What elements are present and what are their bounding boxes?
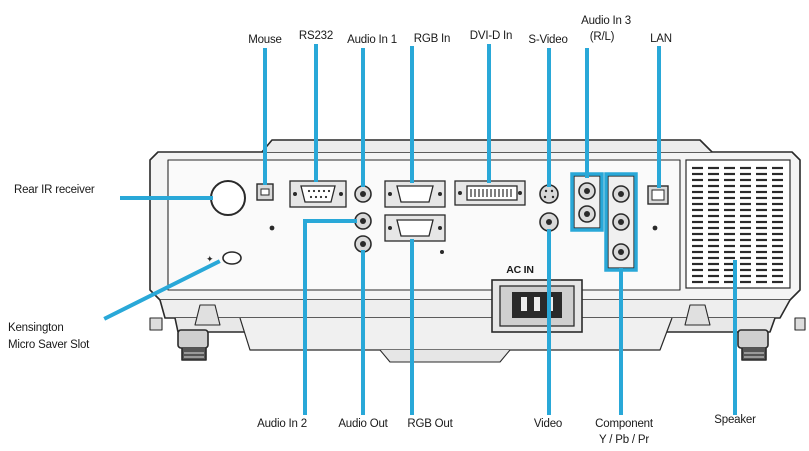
label-rear-ir-receiver: Rear IR receiver <box>14 184 95 196</box>
label-kensington: Kensington Micro Saver Slot <box>8 322 89 352</box>
label-audio-in-3-line2: (R/L) <box>589 31 615 43</box>
label-component-line1: Component <box>595 418 653 430</box>
mouse-usb-port <box>256 183 274 201</box>
label-rgb-in: RGB In <box>413 33 451 45</box>
s-video-port <box>539 184 559 204</box>
label-audio-in-1: Audio In 1 <box>347 34 397 46</box>
video-port <box>539 212 559 232</box>
speaker-grille <box>685 159 791 289</box>
label-s-video: S-Video <box>528 34 568 46</box>
label-video: Video <box>533 418 563 430</box>
kensington-slot: ✦ <box>206 251 242 265</box>
label-speaker: Speaker <box>714 414 756 426</box>
label-kensington-line1: Kensington <box>8 322 64 334</box>
label-dvi-d-in: DVI-D In <box>469 30 513 42</box>
lan-port <box>647 185 669 205</box>
ac-in-socket <box>491 279 583 333</box>
rgb-in-port <box>384 180 446 208</box>
component-ports <box>607 175 635 269</box>
label-component: Component Y / Pb / Pr <box>595 418 653 447</box>
rear-ir-receiver-lens <box>210 180 246 216</box>
label-rgb-out: RGB Out <box>407 418 453 430</box>
audio-in-1-jack <box>354 185 372 203</box>
audio-out-jack <box>354 235 372 253</box>
audio-in-2-jack <box>354 212 372 230</box>
label-audio-in-3: Audio In 3 (R/L) <box>581 15 631 44</box>
svg-text:✦: ✦ <box>206 255 214 265</box>
label-audio-in-3-line1: Audio In 3 <box>581 15 631 27</box>
rs232-port <box>289 180 347 208</box>
label-ac-in: AC IN <box>506 264 534 276</box>
label-lan: LAN <box>650 33 672 45</box>
callout-lines <box>103 44 737 415</box>
label-rs232: RS232 <box>298 30 334 42</box>
dvi-d-in-port <box>454 180 526 206</box>
label-audio-out: Audio Out <box>338 418 388 430</box>
label-mouse: Mouse <box>248 34 282 46</box>
rgb-out-port <box>384 214 446 242</box>
audio-in-3-ports <box>573 175 601 229</box>
label-audio-in-2: Audio In 2 <box>257 418 307 430</box>
label-component-line2: Y / Pb / Pr <box>599 434 649 446</box>
label-kensington-line2: Micro Saver Slot <box>8 339 90 351</box>
